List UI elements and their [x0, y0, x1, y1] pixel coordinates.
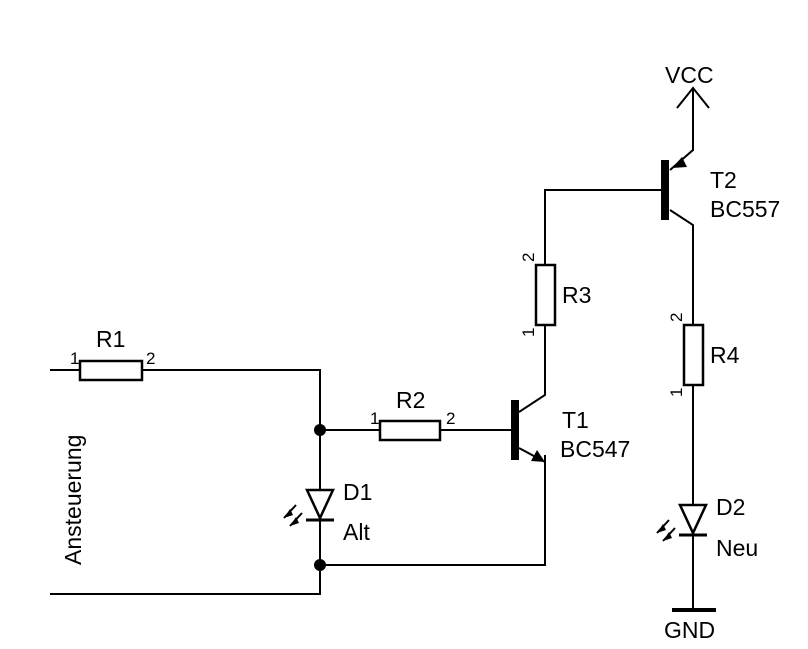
d1-value: Alt: [343, 519, 370, 545]
r3-pin1: 1: [519, 328, 538, 337]
gnd-label: GND: [664, 617, 715, 643]
r1-pin2: 2: [146, 349, 155, 368]
d2-value: Neu: [716, 535, 758, 561]
resistor-r1: R1 1 2: [70, 326, 155, 382]
r3-ref: R3: [562, 282, 591, 308]
resistor-r4: R4 1 2: [667, 313, 740, 397]
r1-pin1: 1: [70, 349, 79, 368]
r2-pin1: 1: [370, 409, 379, 428]
gnd-supply: GND: [664, 608, 716, 643]
resistor-r2: R2 1 2: [370, 387, 455, 442]
r2-ref: R2: [396, 387, 425, 413]
r4-ref: R4: [710, 342, 740, 368]
input-label: Ansteuerung: [60, 435, 86, 565]
r4-pin2: 2: [667, 313, 686, 322]
wire-t1-emitter-return: [320, 455, 546, 566]
t2-ref: T2: [710, 167, 737, 193]
transistor-t1: T1 BC547: [511, 400, 630, 462]
d2-ref: D2: [716, 494, 745, 520]
transistor-t2: T2 BC557: [661, 157, 780, 222]
wire-t2-collector: [669, 209, 694, 325]
r3-pin2: 2: [519, 253, 538, 262]
led-d2: D2 Neu: [656, 494, 758, 561]
t2-emitter-arrow: [672, 157, 687, 168]
r4-pin1: 1: [667, 388, 686, 397]
vcc-supply: VCC: [665, 62, 714, 109]
t1-emitter-arrow: [531, 450, 545, 462]
d1-ref: D1: [343, 479, 372, 505]
r2-pin2: 2: [446, 409, 455, 428]
wire-input-bottom: [50, 565, 321, 595]
junction-dot: [314, 424, 326, 436]
wire-input-top: [50, 369, 321, 565]
junction-dot: [314, 559, 326, 571]
vcc-label: VCC: [665, 62, 714, 88]
t1-part: BC547: [560, 436, 630, 462]
t2-part: BC557: [710, 196, 780, 222]
wire-r3-to-t2-base: [544, 189, 665, 265]
led-d1: D1 Alt: [283, 479, 372, 545]
t1-ref: T1: [562, 407, 589, 433]
r1-ref: R1: [96, 326, 125, 352]
resistor-r3: R3 1 2: [519, 253, 591, 337]
wire-t1-collector-to-r3: [518, 325, 546, 413]
